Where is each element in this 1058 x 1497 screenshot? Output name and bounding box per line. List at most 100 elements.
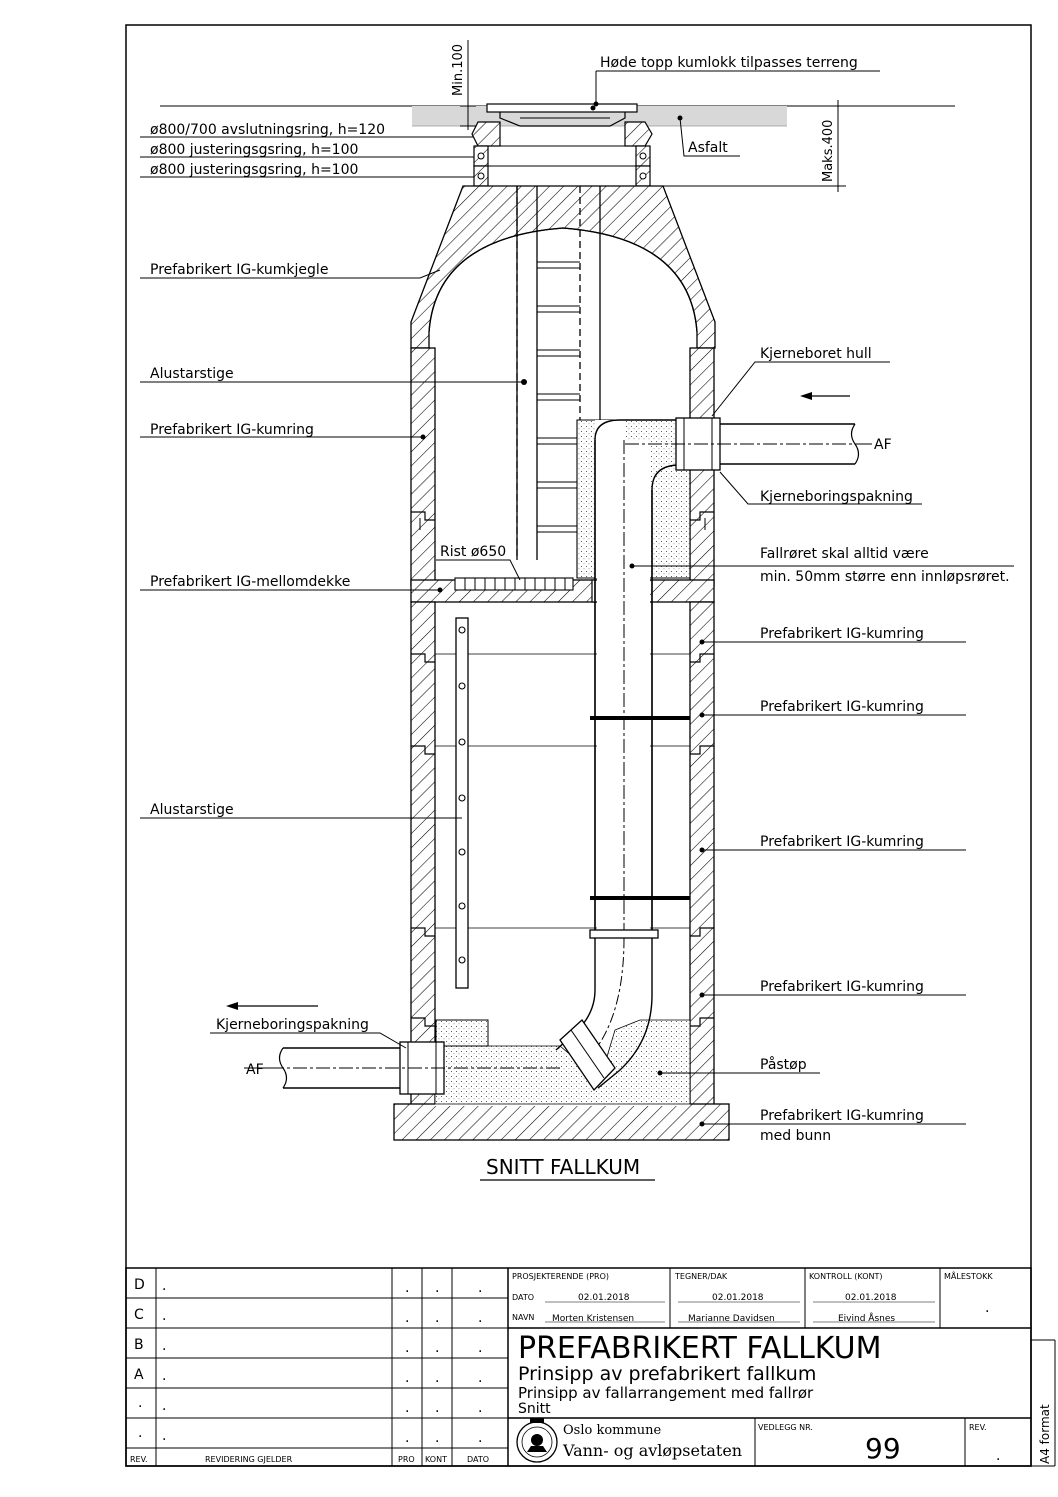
svg-text:.: . [162,1278,166,1294]
svg-text:.: . [435,1280,439,1296]
rev-row-6-letter: . [138,1425,142,1441]
svg-text:.: . [478,1310,482,1326]
navn-label: NAVN [512,1313,534,1322]
leader-lines [140,70,1014,1127]
kumring-bunn-label-2: med bunn [760,1128,831,1144]
revidering-header: REVIDERING GJELDER [205,1455,293,1464]
intermediate-slab [410,577,715,603]
just-ring-2-label: ø800 justeringsgsring, h=100 [150,162,358,178]
top-note-label: Høde topp kumlokk tilpasses terreng [600,55,858,71]
dim-min100 [460,40,476,130]
svg-text:.: . [162,1368,166,1384]
oslo-kommune-seal-icon [516,1418,558,1463]
svg-text:.: . [478,1340,482,1356]
svg-text:.: . [435,1340,439,1356]
rev-box-label: REV. [969,1423,987,1432]
tegner-navn: Marianne Davidsen [688,1314,775,1324]
kjegle-label: Prefabrikert IG-kumkjegle [150,262,328,278]
pro-header: PRO [398,1455,415,1464]
tegner-dato: 02.01.2018 [712,1293,764,1303]
kumring-r1-label: Prefabrikert IG-kumring [760,626,924,642]
mellomdekke-label: Prefabrikert IG-mellomdekke [150,574,350,590]
af-right-label: AF [874,437,892,453]
alustige-2-label: Alustarstige [150,802,234,818]
subtitle-1: Prinsipp av prefabrikert fallkum [518,1363,816,1385]
subtitle-2: Prinsipp av fallarrangement med fallrør [518,1384,814,1402]
kumring-r2-label: Prefabrikert IG-kumring [760,699,924,715]
rev-row-d-letter: D [134,1277,145,1293]
fallror-note-2: min. 50mm større enn innløpsrøret. [760,569,1010,585]
pro-navn: Morten Kristensen [552,1314,634,1324]
fallror-note-1: Fallrøret skal alltid være [760,546,929,562]
inlet-pipe-right [625,392,870,471]
cone-kumkjegle [410,185,716,349]
malestokk-label: MÅLESTOKK [944,1270,993,1281]
drawing-title: PREFABRIKERT FALLKUM [518,1331,882,1366]
drop-pipe [555,419,691,1092]
svg-text:.: . [162,1338,166,1354]
svg-text:.: . [405,1370,409,1386]
base-slab [393,1100,730,1141]
rev-row-a-letter: A [134,1367,144,1383]
svg-text:.: . [162,1308,166,1324]
prosjekterende-label: PROSJEKTERENDE (PRO) [512,1272,609,1281]
vedlegg-value: 99 [865,1432,901,1465]
kontroll-label: KONTROLL (KONT) [809,1272,883,1281]
rev-box-value: . [996,1448,1000,1464]
svg-text:.: . [405,1340,409,1356]
alustige-1-label: Alustarstige [150,366,234,382]
kjerneboret-hull-label: Kjerneboret hull [760,346,872,362]
tegner-label: TEGNER/DAK [674,1272,728,1281]
svg-text:.: . [405,1310,409,1326]
subtitle-3: Snitt [518,1401,551,1417]
kumring-bunn-label-1: Prefabrikert IG-kumring [760,1108,924,1124]
pastop-fill [434,1019,691,1105]
svg-text:.: . [405,1400,409,1416]
svg-text:.: . [405,1280,409,1296]
org-name-2: Vann- og avløpsetaten [562,1441,742,1460]
vedlegg-label: VEDLEGG NR. [758,1423,813,1432]
svg-text:.: . [478,1370,482,1386]
section-title: SNITT FALLKUM [486,1155,640,1179]
kont-dato: 02.01.2018 [845,1293,897,1303]
lower-ladder [455,617,469,989]
pro-dato: 02.01.2018 [578,1293,630,1303]
malestokk-value: . [985,1300,989,1316]
dato-label: DATO [512,1293,534,1302]
kjerneboringspakning-right-label: Kjerneboringspakning [760,489,913,505]
dato-header: DATO [467,1455,489,1464]
org-name-1: Oslo kommune [563,1423,662,1438]
outlet-pipe-left [226,1002,560,1095]
rist-label: Rist ø650 [440,544,506,560]
ring-120-label: ø800/700 avslutningsring, h=120 [150,122,385,138]
asfalt-label: Asfalt [688,140,728,156]
rev-dots: .... .... .... .... .... .... [162,1278,482,1446]
svg-text:.: . [162,1398,166,1414]
kjerneboringspakning-left-label: Kjerneboringspakning [216,1017,369,1033]
kumring-r3-label: Prefabrikert IG-kumring [760,834,924,850]
manhole-cover [486,103,638,127]
sheet-frame [125,24,1032,1467]
kumring-left-label: Prefabrikert IG-kumring [150,422,314,438]
pastop-label: Påstøp [760,1056,807,1073]
af-left-label: AF [246,1062,264,1078]
kont-navn: Eivind Åsnes [838,1312,895,1324]
svg-text:.: . [162,1428,166,1444]
svg-text:.: . [435,1370,439,1386]
rev-row-b-letter: B [134,1337,144,1353]
svg-text:.: . [478,1280,482,1296]
svg-text:.: . [478,1400,482,1416]
svg-text:.: . [435,1310,439,1326]
just-ring-1-label: ø800 justeringsgsring, h=100 [150,142,358,158]
rev-row-c-letter: C [134,1307,144,1323]
lower-walls [410,601,715,1113]
dim-maks400 [652,100,846,192]
svg-text:.: . [435,1430,439,1446]
format-label: A4 format [1038,1404,1052,1464]
adjustment-rings [471,121,653,187]
kumring-r4-label: Prefabrikert IG-kumring [760,979,924,995]
maks-dim-label: Maks.400 [821,120,836,182]
title-block [125,1267,1056,1467]
min-dim-label: Min.100 [451,44,466,96]
